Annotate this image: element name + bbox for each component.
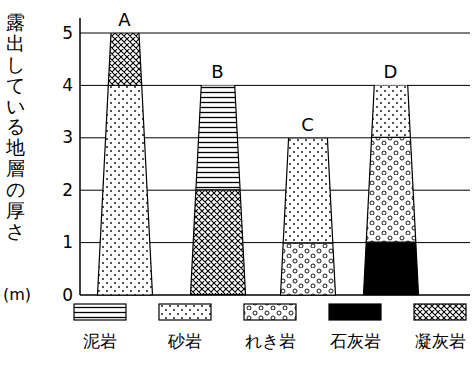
tick-label: 5 — [62, 25, 73, 42]
rock-layer — [190, 190, 245, 295]
rock-column: A — [97, 11, 153, 295]
column-label: C — [280, 116, 336, 136]
legend-text: 石灰岩 — [330, 333, 381, 350]
rock-column: D — [363, 63, 419, 295]
column-shape — [363, 85, 419, 297]
rock-layer — [371, 85, 410, 137]
tick-label: 3 — [62, 129, 73, 146]
rock-layer — [108, 33, 141, 85]
rock-layer — [97, 85, 152, 295]
legend-text: 凝灰岩 — [415, 333, 466, 350]
rock-layer — [283, 138, 333, 243]
legend-text: 砂岩 — [168, 333, 202, 350]
legend-swatches — [74, 304, 466, 320]
rock-layer — [363, 243, 418, 295]
column-label: D — [363, 63, 419, 83]
legend-swatch — [244, 304, 296, 320]
tick-label: 2 — [62, 182, 73, 199]
tick-label: 4 — [62, 77, 73, 94]
y-axis — [79, 18, 81, 295]
rock-layer — [366, 138, 416, 243]
rock-column: C — [280, 116, 336, 295]
tick-label: 1 — [62, 234, 73, 251]
legend-swatch — [74, 304, 126, 320]
column-label: B — [190, 63, 246, 83]
column-shape — [280, 138, 336, 297]
rock-column: B — [190, 63, 246, 295]
legend-text: れき岩 — [245, 333, 296, 350]
legend-swatch — [414, 304, 466, 320]
rock-layer — [280, 243, 335, 295]
axis-unit: (m) — [3, 287, 31, 303]
column-label: A — [97, 11, 153, 31]
legend-text: 泥岩 — [83, 333, 117, 350]
tick-label: 0 — [62, 287, 73, 304]
rock-layer — [195, 85, 239, 190]
column-shape — [190, 85, 246, 297]
legend-swatch — [159, 304, 211, 320]
axis-title: 露出している地層の厚さ — [6, 12, 25, 242]
legend-swatch — [329, 304, 381, 320]
column-shape — [97, 33, 153, 297]
